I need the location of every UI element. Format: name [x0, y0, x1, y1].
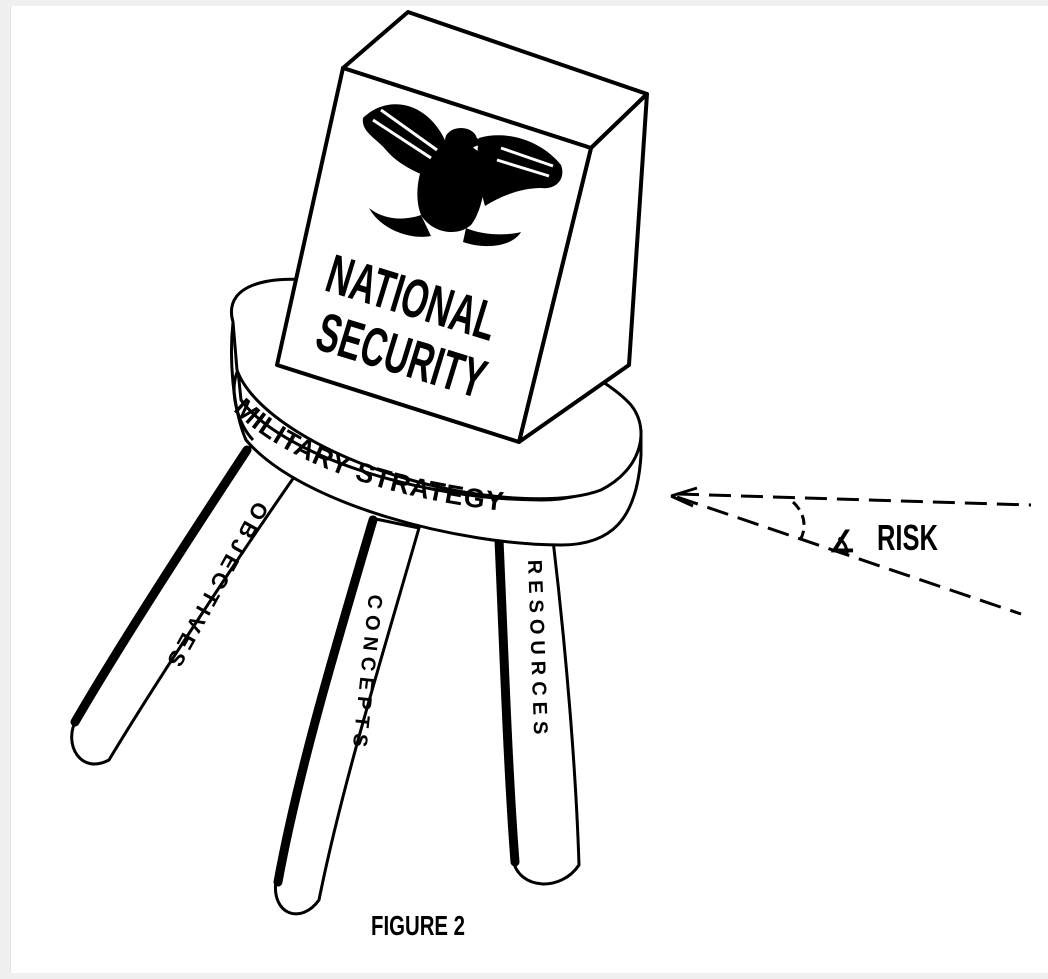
- stool-diagram: OBJECTIVES CONCEPTS RESOURCES MILITARY S…: [11, 6, 1048, 973]
- risk-label: RISK: [877, 518, 938, 558]
- leg-concepts: [275, 518, 419, 914]
- figure-canvas: OBJECTIVES CONCEPTS RESOURCES MILITARY S…: [10, 6, 1048, 973]
- leg-objectives: [72, 446, 299, 764]
- figure-caption: FIGURE 2: [371, 911, 465, 942]
- risk-angle-symbol: ∡: [829, 526, 856, 559]
